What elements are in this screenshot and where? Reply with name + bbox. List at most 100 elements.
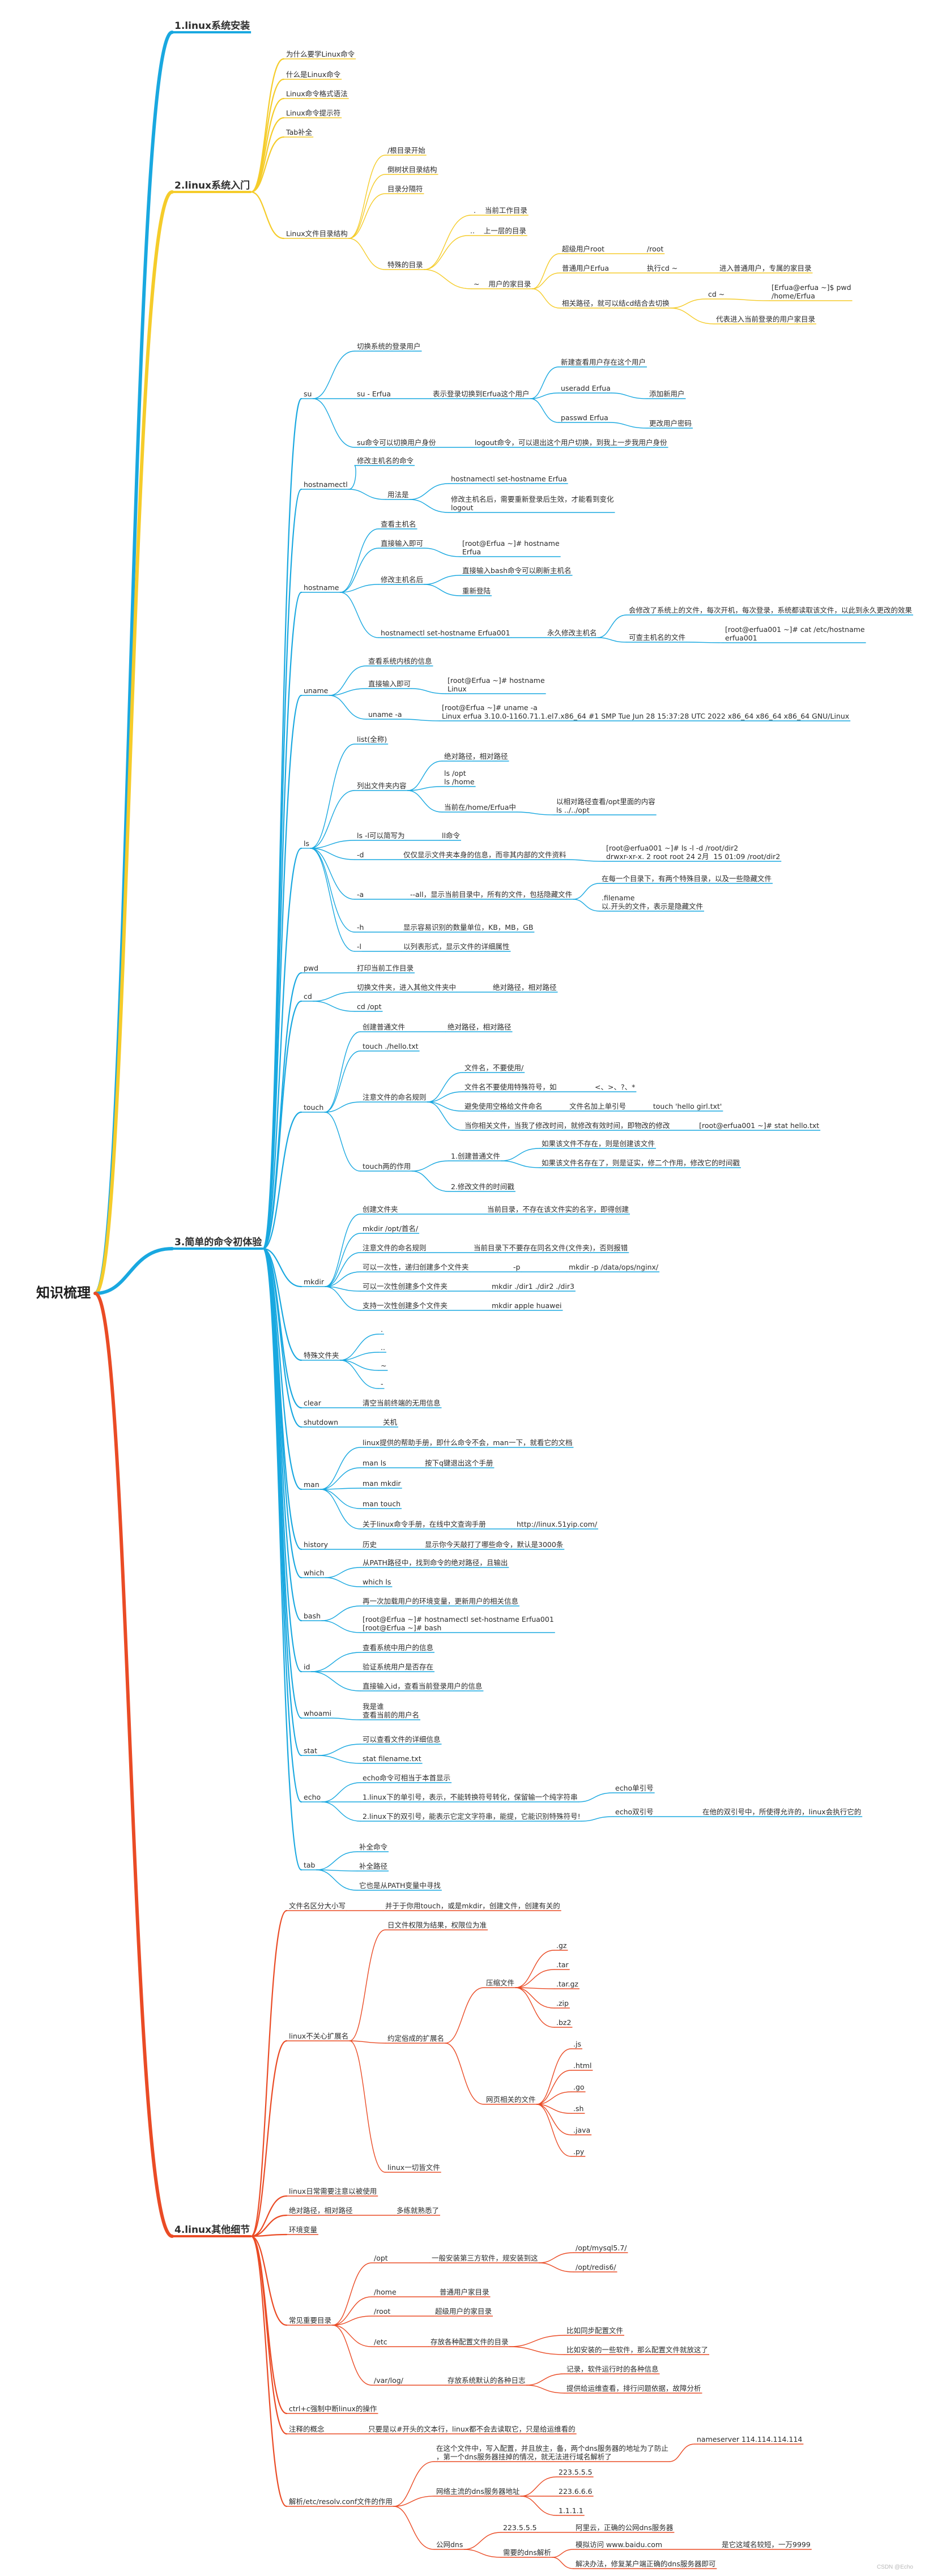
topic-node-a6d3[interactable]: ~ 用户的家目录: [474, 280, 531, 288]
topic-node-f2a[interactable]: 日文件权限为结果，权限位为准: [387, 1921, 487, 1929]
topic-node-hs4a[interactable]: 永久修改主机名: [547, 629, 597, 637]
topic-node-hs4a2[interactable]: 可查主机名的文件: [629, 633, 686, 642]
topic-node-f9b[interactable]: 网络主流的dns服务器地址: [436, 2487, 520, 2496]
topic-node-a6c[interactable]: 目录分隔符: [387, 185, 423, 193]
topic-node-f9c2b[interactable]: 解决办法，修复某户端正确的dns服务器即可: [576, 2560, 716, 2568]
topic-node-hn2[interactable]: 用法是: [387, 490, 409, 499]
topic-node-st1[interactable]: 可以查看文件的详细信息: [363, 1735, 441, 1744]
topic-node-f6[interactable]: 常见重要目录: [289, 2316, 332, 2325]
topic-node-man5[interactable]: 关于linux命令手册，在线中文查询手册: [363, 1520, 486, 1528]
topic-node-mk4b[interactable]: mkdir -p /data/ops/nginx/: [569, 1263, 659, 1271]
topic-node-mk6a[interactable]: mkdir apple huawei: [492, 1301, 562, 1310]
topic-node-h3b[interactable]: [Erfua@erfua ~]$ pwd /home/Erfua: [772, 283, 851, 300]
topic-node-ec[interactable]: echo: [304, 1793, 321, 1801]
topic-node-ba[interactable]: bash: [304, 1612, 321, 1620]
topic-node-un[interactable]: uname: [304, 686, 329, 695]
topic-node-wh[interactable]: which: [304, 1569, 325, 1577]
topic-node-tc3c[interactable]: 避免使用空格给文件命名 文件名加上单引号 touch 'hello girl.t…: [464, 1102, 722, 1110]
topic-node-a6[interactable]: Linux文件目录结构: [286, 229, 348, 238]
topic-node-tc[interactable]: touch: [304, 1103, 324, 1112]
topic-node-tc4b[interactable]: 2.修改文件的时间戳: [451, 1182, 514, 1191]
topic-node-o5[interactable]: /var/log/: [374, 2376, 403, 2385]
topic-node-a3[interactable]: Linux命令格式语法: [286, 89, 348, 98]
topic-node-f8a[interactable]: 只要是以#开头的文本行，linux都不会去读取它，只是给运维看的: [368, 2425, 576, 2433]
topic-node-h1[interactable]: 超级用户root: [562, 245, 605, 253]
topic-node-tc3a[interactable]: 文件名，不要使用/: [464, 1063, 524, 1072]
topic-node-tab1[interactable]: 补全命令: [359, 1843, 388, 1851]
topic-node-mk4[interactable]: 可以一次性，递归创建多个文件夹: [363, 1263, 469, 1271]
topic-node-o4a[interactable]: 存放各种配置文件的目录: [431, 2338, 509, 2346]
topic-node-a5[interactable]: Tab补全: [286, 128, 313, 136]
topic-node-js[interactable]: .js: [573, 2040, 581, 2048]
topic-node-bz2[interactable]: .bz2: [556, 2018, 572, 2027]
topic-node-id2[interactable]: 验证系统用户是否存在: [363, 1663, 434, 1671]
topic-node-man[interactable]: man: [304, 1480, 319, 1489]
topic-node-f9a1[interactable]: nameserver 114.114.114.114: [697, 2435, 803, 2443]
topic-node-o3[interactable]: /root: [374, 2307, 391, 2316]
topic-node-a6d1[interactable]: . 当前工作目录: [474, 206, 527, 215]
topic-node-o1a[interactable]: 一般安装第三方软件，规安装到这: [432, 2254, 538, 2262]
topic-node-html[interactable]: .html: [573, 2061, 592, 2070]
topic-node-ls2c1[interactable]: 以相对路径查看/opt里面的内容 ls ../../opt: [556, 797, 655, 814]
topic-node-f9[interactable]: 解析/etc/resolv.conf文件的作用: [289, 2497, 393, 2506]
topic-node-hs3[interactable]: 修改主机名后: [381, 575, 424, 584]
topic-node-wh1[interactable]: 从PATH路径中，找到命令的绝对路径，且输出: [363, 1558, 508, 1567]
topic-node-f5[interactable]: 环境变量: [289, 2225, 318, 2234]
topic-node-hs3a[interactable]: 直接输入bash命令可以刷新主机名: [462, 566, 572, 575]
topic-node-ec2a[interactable]: echo单引号: [615, 1784, 654, 1792]
topic-node-gz[interactable]: .gz: [556, 1941, 567, 1950]
topic-node-cl[interactable]: clear: [304, 1399, 321, 1407]
topic-node-man4[interactable]: man touch: [363, 1500, 400, 1508]
topic-node-hs4a1[interactable]: 会修改了系统上的文件，每次开机，每次登录，系统都读取该文件，以此到永久更改的效果: [629, 606, 913, 614]
topic-node-sp3[interactable]: ~: [381, 1361, 387, 1370]
topic-node-un1[interactable]: 查看系统内核的信息: [368, 657, 432, 665]
section-node-s4[interactable]: 4.linux其他细节: [174, 2224, 250, 2236]
topic-node-un2a[interactable]: [root@Erfua ~]# hostname Linux: [448, 676, 545, 693]
topic-node-un3[interactable]: uname -a: [368, 710, 402, 719]
section-node-s2[interactable]: 2.linux系统入门: [174, 180, 250, 191]
topic-node-a6d[interactable]: 特殊的目录: [387, 260, 423, 269]
topic-node-sd1[interactable]: 关机: [383, 1418, 398, 1426]
topic-node-ls5[interactable]: -a: [357, 890, 364, 899]
topic-node-a4[interactable]: Linux命令提示符: [286, 109, 341, 117]
topic-node-man3[interactable]: man mkdir: [363, 1479, 401, 1488]
topic-node-cl1[interactable]: 清空当前终端的无用信息: [363, 1399, 441, 1407]
topic-node-h2b[interactable]: 进入普通用户，专属的家目录: [719, 264, 812, 272]
topic-node-f9c2a1[interactable]: 是它这域名较短，一万9999: [722, 2540, 811, 2549]
topic-node-f8[interactable]: 注释的概念: [289, 2425, 325, 2433]
topic-node-su2a1[interactable]: 新建查看用户存在这个用户: [561, 358, 646, 366]
topic-node-targz[interactable]: .tar.gz: [556, 1980, 578, 1988]
topic-node-a6a[interactable]: /根目录开始: [387, 146, 425, 155]
topic-node-a2[interactable]: 什么是Linux命令: [286, 70, 341, 79]
topic-node-ls6[interactable]: -h: [357, 923, 364, 932]
topic-node-a6d2[interactable]: .. 上一层的目录: [470, 227, 526, 235]
topic-node-ls7a[interactable]: 以列表形式，显示文件的详细属性: [403, 942, 510, 951]
topic-node-id[interactable]: id: [304, 1663, 310, 1671]
topic-node-tab[interactable]: tab: [304, 1861, 316, 1869]
topic-node-f9c2a[interactable]: 模拟访问 www.baidu.com: [576, 2540, 663, 2549]
topic-node-ls7[interactable]: -l: [357, 942, 361, 951]
topic-node-tc3d[interactable]: 当你相关文件，当我了修改时间，就修改有效时间，即物改的修改 [root@erfu…: [464, 1121, 820, 1130]
topic-node-ls4[interactable]: -d: [357, 851, 364, 859]
topic-node-ec3a[interactable]: echo双引号: [615, 1808, 654, 1816]
topic-node-mk5[interactable]: 可以一次性创建多个文件夹: [363, 1282, 448, 1291]
topic-node-h3a[interactable]: cd ~: [708, 290, 725, 298]
topic-node-ls3[interactable]: ls -l可以简写为: [357, 831, 405, 840]
topic-node-tc4[interactable]: touch两的作用: [363, 1162, 411, 1170]
topic-node-hn2b[interactable]: 修改主机名后，需要重新登录后生效，才能看到变化 logout: [451, 495, 614, 512]
topic-node-mk3a[interactable]: 当前目录下不要存在同名文件(文件夹)，否则报错: [474, 1244, 628, 1252]
topic-node-cd1[interactable]: 切换文件夹，进入其他文件夹中: [357, 983, 457, 992]
topic-node-f2c[interactable]: linux一切皆文件: [387, 2163, 440, 2172]
topic-node-f9a[interactable]: 在这个文件中，写入配置，并且放主，备，两个dns服务器的地址为了防止 ，第一个d…: [436, 2444, 668, 2461]
topic-node-hs2[interactable]: 直接输入即可: [381, 539, 424, 548]
topic-node-f2b2[interactable]: 网页相关的文件: [486, 2095, 536, 2104]
topic-node-f4a[interactable]: 多练就熟悉了: [397, 2206, 440, 2215]
topic-node-cd1a[interactable]: 绝对路径，相对路径: [493, 983, 557, 992]
topic-node-un3a[interactable]: [root@Erfua ~]# uname -a Linux erfua 3.1…: [442, 703, 850, 720]
topic-node-f1[interactable]: 文件名区分大小写: [289, 1902, 346, 1910]
topic-node-hs3b[interactable]: 重新登陆: [462, 587, 491, 595]
topic-node-mk3[interactable]: 注意文件的命名规则: [363, 1244, 427, 1252]
topic-node-ec3[interactable]: 2.linux下的双引号，能表示它定文字符串，能提，它能识别特殊符号!: [363, 1812, 581, 1821]
topic-node-f7[interactable]: ctrl+c强制中断linux的操作: [289, 2404, 377, 2413]
topic-node-o2a[interactable]: 普通用户家目录: [440, 2288, 489, 2296]
